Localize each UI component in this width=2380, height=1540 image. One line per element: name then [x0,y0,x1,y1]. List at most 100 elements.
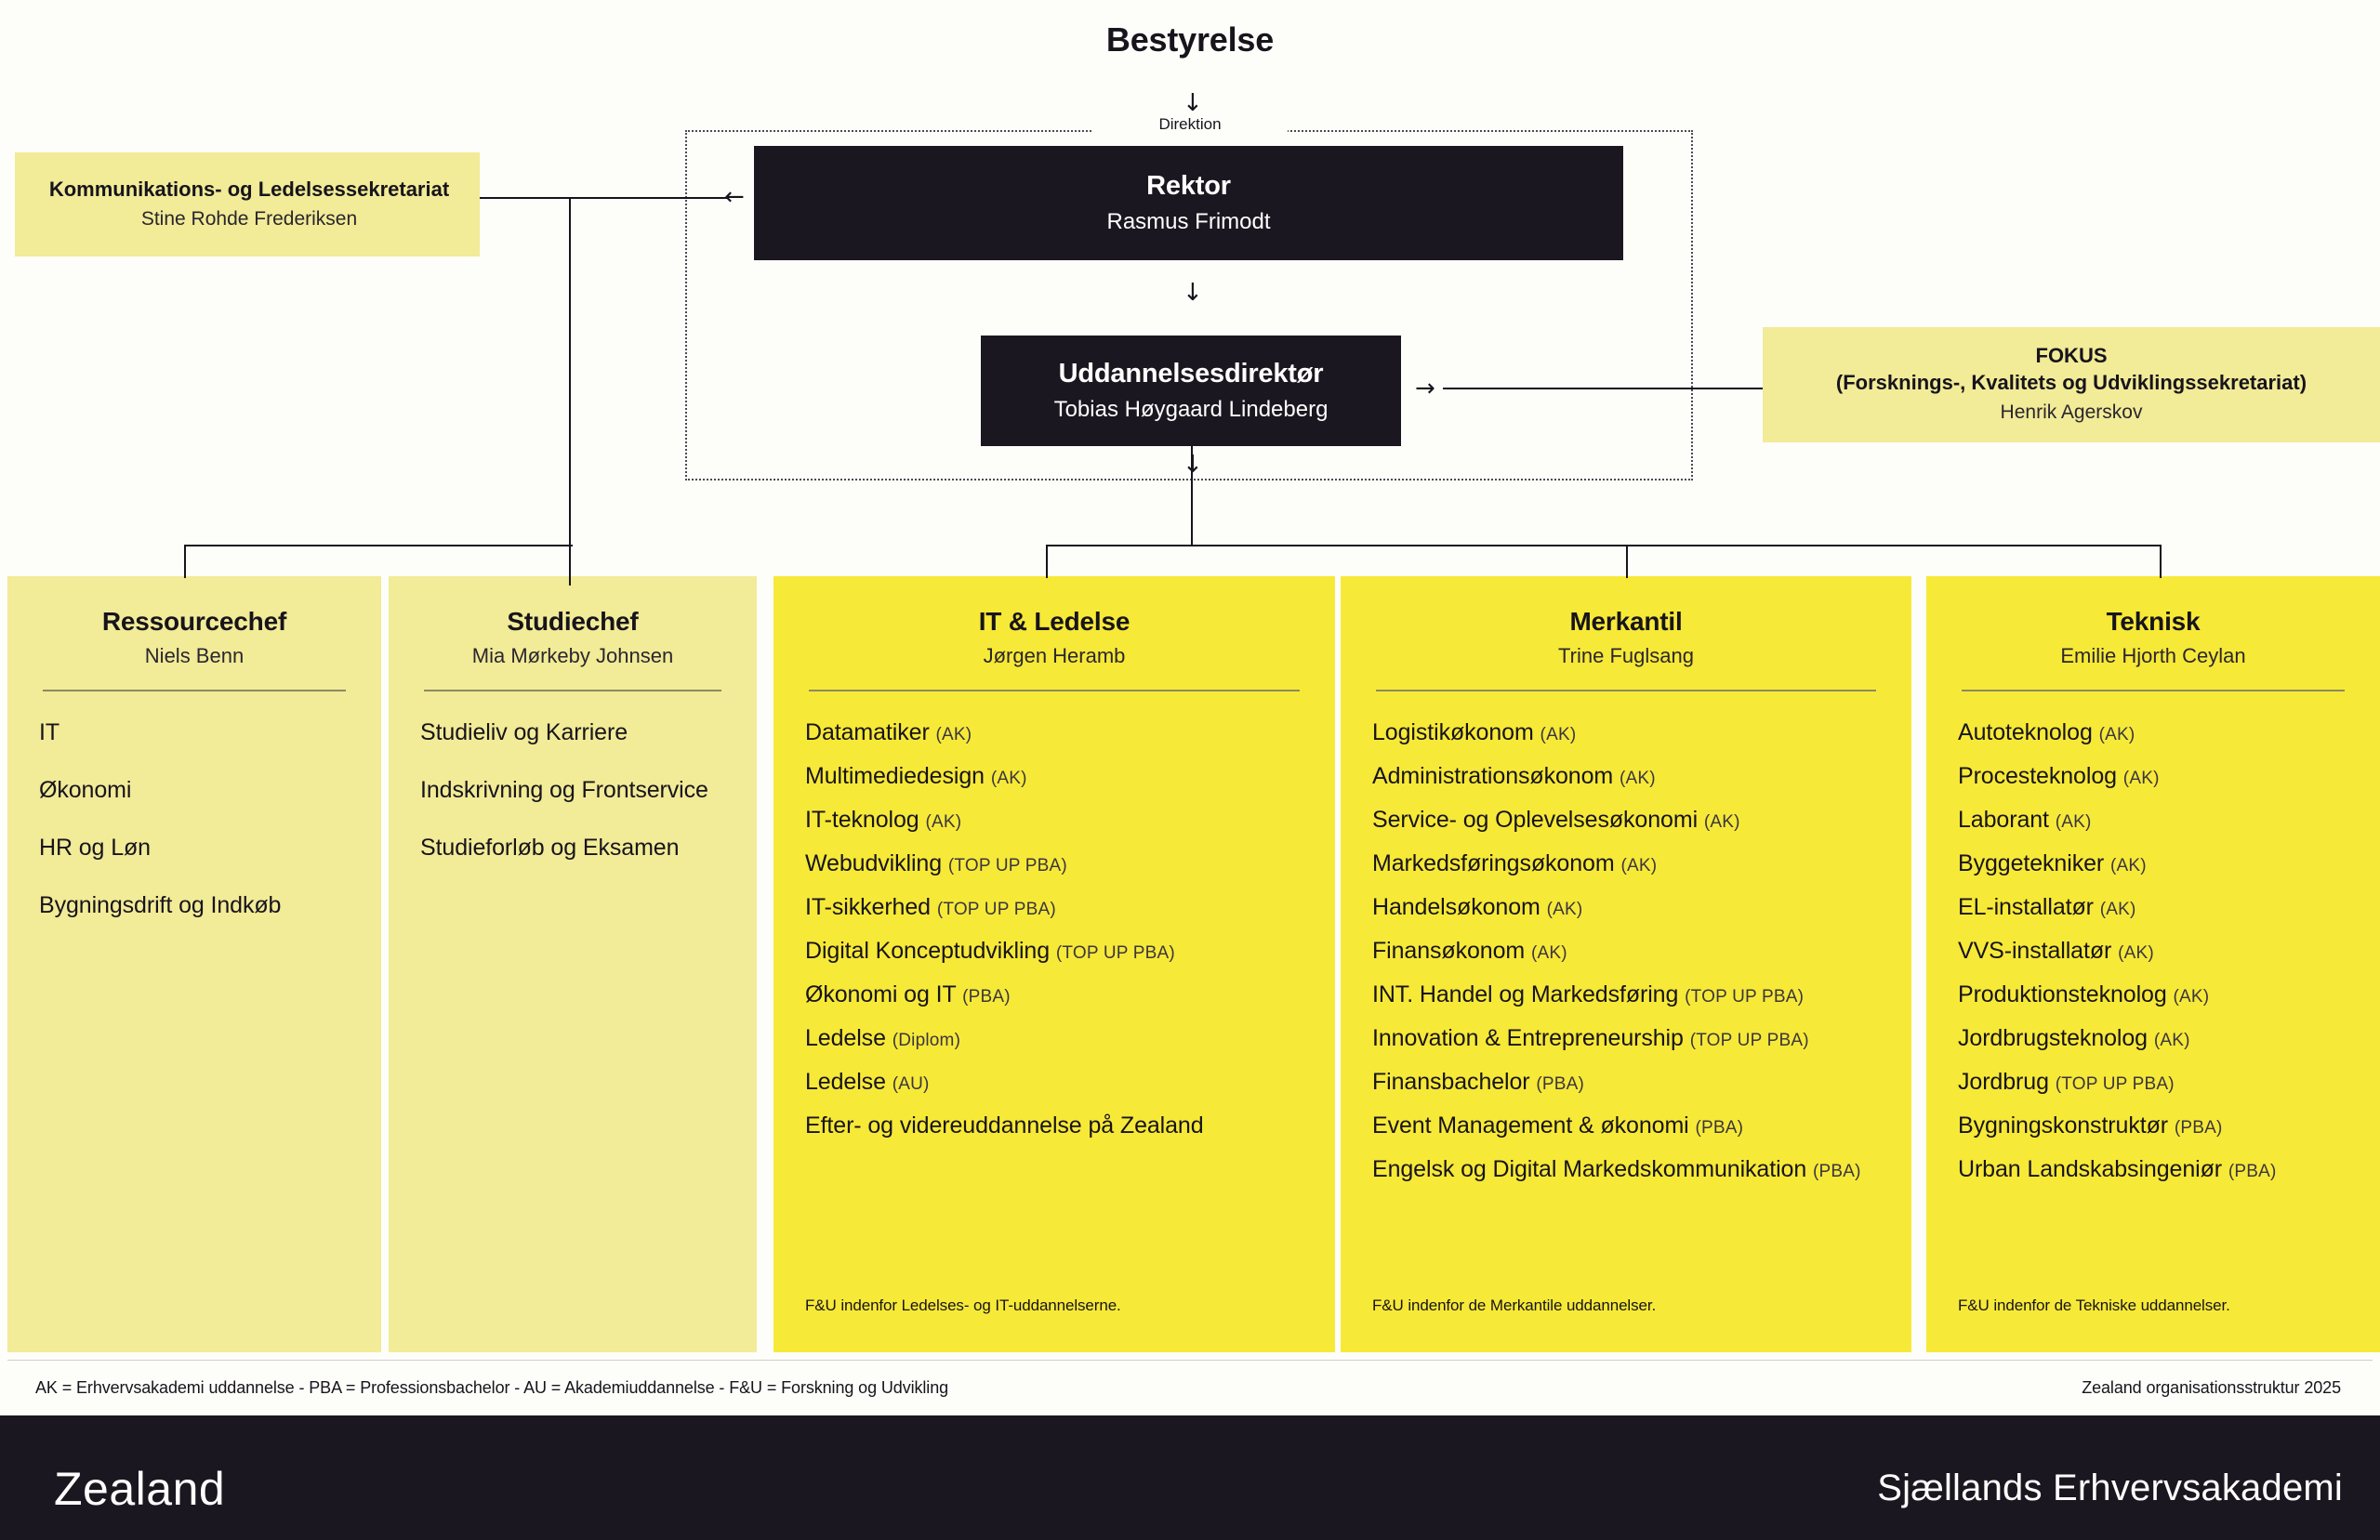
program-item[interactable]: Byggetekniker (AK) [1958,850,2348,876]
program-label: EL-installatør [1958,894,2094,921]
program-degree-tag: (PBA) [962,987,1011,1007]
direktion-label: Direktion [1092,115,1288,134]
program-item[interactable]: EL-installatør (AK) [1958,894,2348,920]
program-item[interactable]: INT. Handel og Markedsføring (TOP UP PBA… [1372,981,1880,1007]
program-item[interactable]: Jordbrug (TOP UP PBA) [1958,1069,2348,1095]
program-degree-tag: (AK) [1703,812,1740,833]
connector-drop-merkantil [1626,545,1628,578]
program-item[interactable]: Laborant (AK) [1958,807,2348,833]
secretariat-name-kommunikation: Stine Rohde Frederiksen [140,208,358,230]
program-label: Service- og Oplevelsesøkonomi [1372,807,1699,834]
program-item[interactable]: Bygningsdrift og Indkøb [39,892,350,918]
program-item[interactable]: Efter- og videreuddannelse på Zealand [805,1112,1303,1139]
program-item[interactable]: Logistikøkonom (AK) [1372,719,1880,745]
department-manager-name: Niels Benn [144,643,245,667]
program-degree-tag: (AK) [2055,812,2092,833]
program-item[interactable]: VVS-installatør (AK) [1958,938,2348,964]
program-label: Økonomi [39,777,132,804]
program-label: Jordbrugsteknolog [1958,1025,2148,1052]
program-label: IT-teknolog [805,807,919,834]
connector-komm-horizontal [480,197,729,199]
program-degree-tag: (AK) [2099,900,2136,920]
department-manager-name: Trine Fuglsang [1558,643,1694,667]
program-degree-tag: (AK) [935,725,972,745]
secretariat-box-kommunikation[interactable]: Kommunikations- og Ledelsessekretariat S… [15,152,480,257]
program-item[interactable]: Studieliv og Karriere [420,719,725,745]
program-item[interactable]: Multimediedesign (AK) [805,763,1303,789]
program-label: Engelsk og Digital Markedskommunikation [1372,1156,1807,1183]
program-item[interactable]: Webudvikling (TOP UP PBA) [805,850,1303,876]
program-item[interactable]: IT-teknolog (AK) [805,807,1303,833]
program-item[interactable]: Økonomi og IT (PBA) [805,981,1303,1007]
program-label: Innovation & Entrepreneurship [1372,1025,1684,1052]
program-label: Urban Landskabsingeniør [1958,1156,2222,1183]
department-divider [43,690,346,692]
program-item[interactable]: Finansbachelor (PBA) [1372,1069,1880,1095]
program-degree-tag: (AK) [990,769,1027,789]
footer-subtitle: Sjællands Erhvervsakademi [1877,1468,2343,1508]
program-label: Finansøkonom [1372,938,1526,965]
secretariat-box-fokus[interactable]: FOKUS (Forsknings-, Kvalitets og Udvikli… [1763,327,2380,442]
program-item[interactable]: Indskrivning og Frontservice [420,777,725,803]
program-degree-tag: (AK) [2109,856,2147,876]
program-degree-tag: (AK) [1531,943,1567,964]
department-manager-name: Emilie Hjorth Ceylan [2060,643,2246,667]
program-label: Administrationsøkonom [1372,763,1614,790]
program-label: Markedsføringsøkonom [1372,850,1615,877]
connector-bus-right [1046,545,2162,546]
program-item[interactable]: Finansøkonom (AK) [1372,938,1880,964]
program-item[interactable]: Studieforløb og Eksamen [420,835,725,861]
program-label: Økonomi og IT [805,981,957,1008]
department-title: Teknisk [2106,607,2201,636]
program-item[interactable]: HR og Løn [39,835,350,861]
program-item[interactable]: Urban Landskabsingeniør (PBA) [1958,1156,2348,1182]
exec-name-uddannelsesdirektor: Tobias Høygaard Lindeberg [1053,396,1329,422]
program-item[interactable]: Datamatiker (AK) [805,719,1303,745]
program-item[interactable]: Autoteknolog (AK) [1958,719,2348,745]
program-degree-tag: (TOP UP PBA) [947,856,1067,876]
program-item[interactable]: Procesteknolog (AK) [1958,763,2348,789]
program-item[interactable]: Engelsk og Digital Markedskommunikation … [1372,1156,1880,1182]
program-item[interactable]: Bygningskonstruktør (PBA) [1958,1112,2348,1139]
program-label: Multimediedesign [805,763,985,790]
exec-title-uddannelsesdirektor: Uddannelsesdirektør [1058,358,1324,388]
exec-name-rektor: Rasmus Frimodt [1106,208,1271,234]
program-degree-tag: (AK) [2153,1031,2190,1051]
program-item[interactable]: Ledelse (Diplom) [805,1025,1303,1051]
secretariat-title-fokus: FOKUS [2035,344,2108,368]
legend-abbreviations: AK = Erhvervsakademi uddannelse - PBA = … [35,1378,949,1397]
program-item[interactable]: IT-sikkerhed (TOP UP PBA) [805,894,1303,920]
department-title: Merkantil [1569,607,1683,636]
program-label: Bygningsdrift og Indkøb [39,892,282,919]
program-item[interactable]: Handelsøkonom (AK) [1372,894,1880,920]
program-item[interactable]: Ledelse (AU) [805,1069,1303,1095]
program-item[interactable]: IT [39,719,350,745]
program-item[interactable]: Jordbrugsteknolog (AK) [1958,1025,2348,1051]
program-item[interactable]: Service- og Oplevelsesøkonomi (AK) [1372,807,1880,833]
exec-box-rektor[interactable]: Rektor Rasmus Frimodt [754,146,1623,260]
program-degree-tag: (AK) [2173,987,2210,1007]
program-item[interactable]: Innovation & Entrepreneurship (TOP UP PB… [1372,1025,1880,1051]
program-degree-tag: (AK) [2098,725,2135,745]
program-label: Produktionsteknolog [1958,981,2167,1008]
department-manager-name: Jørgen Heramb [983,643,1126,667]
program-item[interactable]: Produktionsteknolog (AK) [1958,981,2348,1007]
program-item[interactable]: Event Management & økonomi (PBA) [1372,1112,1880,1139]
program-item[interactable]: Digital Konceptudvikling (TOP UP PBA) [805,938,1303,964]
program-label: Studieforløb og Eksamen [420,835,680,862]
program-label: Datamatiker [805,719,930,746]
board-title: Bestyrelse [1105,20,1275,59]
program-degree-tag: (PBA) [1536,1074,1585,1095]
connector-fokus-horizontal [1443,388,1765,389]
exec-box-uddannelsesdirektor[interactable]: Uddannelsesdirektør Tobias Høygaard Lind… [981,336,1401,446]
program-item[interactable]: Økonomi [39,777,350,803]
program-item[interactable]: Markedsføringsøkonom (AK) [1372,850,1880,876]
program-item[interactable]: Administrationsøkonom (AK) [1372,763,1880,789]
